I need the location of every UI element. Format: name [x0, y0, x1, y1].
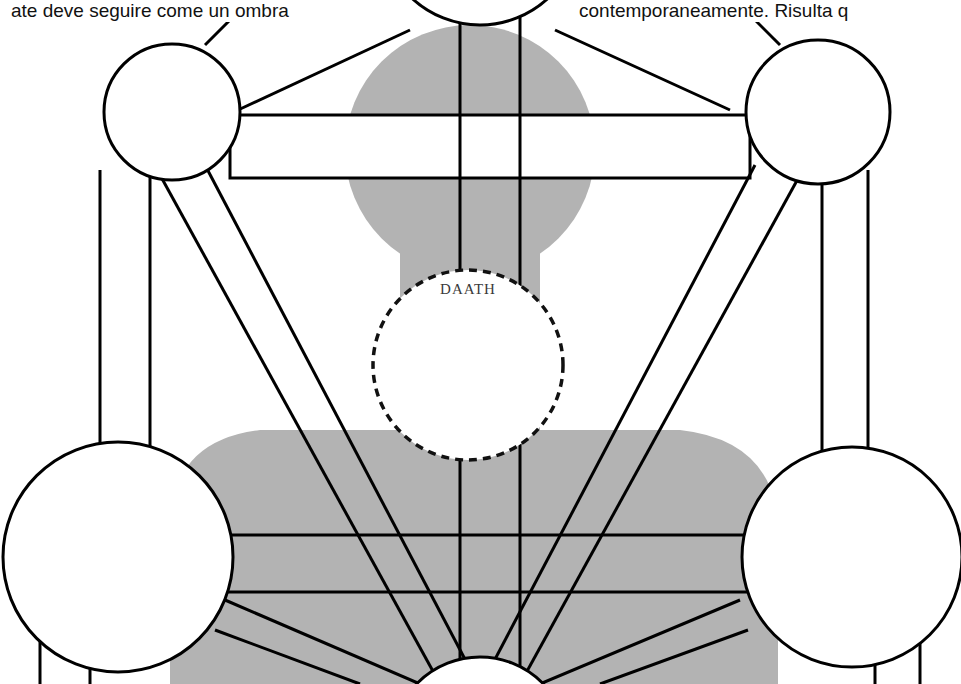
dashed-circle: DAATH	[371, 268, 565, 462]
human-silhouette	[170, 25, 778, 684]
circle-outline	[371, 268, 565, 462]
node-title: DAATH	[371, 280, 565, 298]
sephiroth-circles	[3, 0, 961, 684]
text-fragment: contemporaneamente. Risulta q	[576, 0, 851, 22]
text-fragment: ate deve seguire come un ombra	[8, 0, 292, 22]
